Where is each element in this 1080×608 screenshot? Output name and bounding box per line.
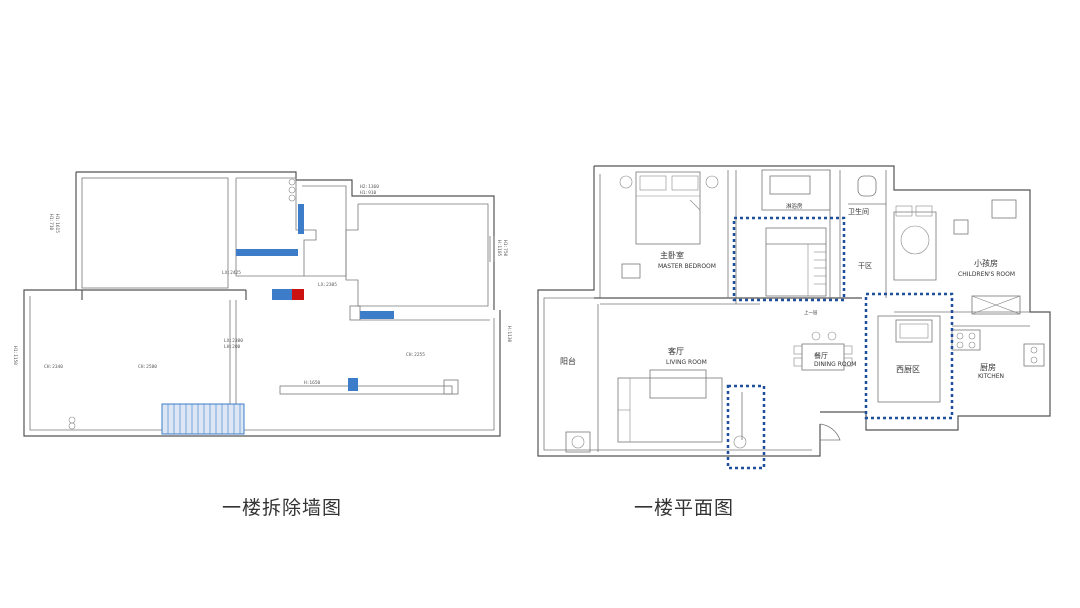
highlight-western-kitchen — [864, 292, 954, 420]
floor-layout-plan: 主卧室 MASTER BEDROOM 淋浴房 卫生间 干区 小孩房 CHILDR… — [537, 165, 1051, 470]
demolish-wall-2 — [298, 204, 304, 234]
highlight-stair-area — [732, 216, 846, 302]
dim-lx-2425: LX:2425 — [222, 270, 241, 276]
dim-ch-2255: CH:2255 — [406, 352, 425, 358]
room-dining-en: DINING ROOM — [814, 361, 856, 368]
dim-ch-2580: CH:2580 — [138, 364, 157, 370]
room-kitchen-en: KITCHEN — [978, 373, 1004, 380]
dim-h-1130: H:1130 — [506, 326, 512, 343]
room-bath: 卫生间 — [848, 207, 869, 216]
demolition-plan: H2:1360 H1:910 LX:2425 LX:2305 LX:2380 L… — [12, 171, 512, 437]
dim-ch-2340: CH:2340 — [44, 364, 63, 370]
dim-h-1105: H:1105 — [496, 240, 502, 257]
room-master-en: MASTER BEDROOM — [658, 263, 716, 270]
room-dry: 干区 — [858, 262, 872, 270]
dim-h1-750: H1:750 — [502, 240, 508, 257]
stair-steps — [807, 244, 826, 296]
dim-h2-1360: H2:1360 — [360, 184, 379, 190]
room-living-en: LIVING ROOM — [666, 359, 707, 366]
room-child-en: CHILDREN'S ROOM — [958, 271, 1015, 278]
room-western-kitchen: 西厨区 — [896, 365, 920, 374]
dim-h1-1615: H1:1615 — [54, 214, 60, 233]
room-master-cn: 主卧室 — [660, 250, 684, 260]
dim-h1-1150: H1:1150 — [12, 346, 18, 365]
dim-lh-200: LH:200 — [224, 344, 241, 350]
demolish-wall-3 — [272, 289, 292, 300]
stair-up-label: 上一层 — [804, 309, 818, 316]
room-bath-small: 淋浴房 — [786, 202, 803, 210]
caption-floor-plan: 一楼平面图 — [634, 497, 735, 519]
room-dining-cn: 餐厅 — [814, 351, 828, 360]
dim-h1-910: H1:910 — [360, 190, 377, 196]
dim-lx-2380: LX:2380 — [224, 338, 243, 344]
stair-treads — [167, 404, 241, 434]
demolish-wall-1 — [236, 249, 298, 256]
dim-h1-710: H1:710 — [48, 214, 54, 231]
new-wall-red — [292, 289, 304, 300]
room-balcony: 阳台 — [560, 356, 576, 366]
demolish-wall-4 — [360, 311, 394, 319]
highlight-living-partition — [726, 384, 766, 470]
dim-lx-2305: LX:2305 — [318, 282, 337, 288]
caption-demolition-plan: 一楼拆除墙图 — [222, 497, 343, 519]
room-kitchen-cn: 厨房 — [980, 362, 996, 372]
stair-demolish — [161, 403, 245, 435]
room-child-cn: 小孩房 — [974, 258, 998, 268]
demolish-wall-5 — [348, 378, 358, 391]
room-living-cn: 客厅 — [668, 346, 684, 356]
dim-h-1650: H:1650 — [304, 380, 321, 386]
